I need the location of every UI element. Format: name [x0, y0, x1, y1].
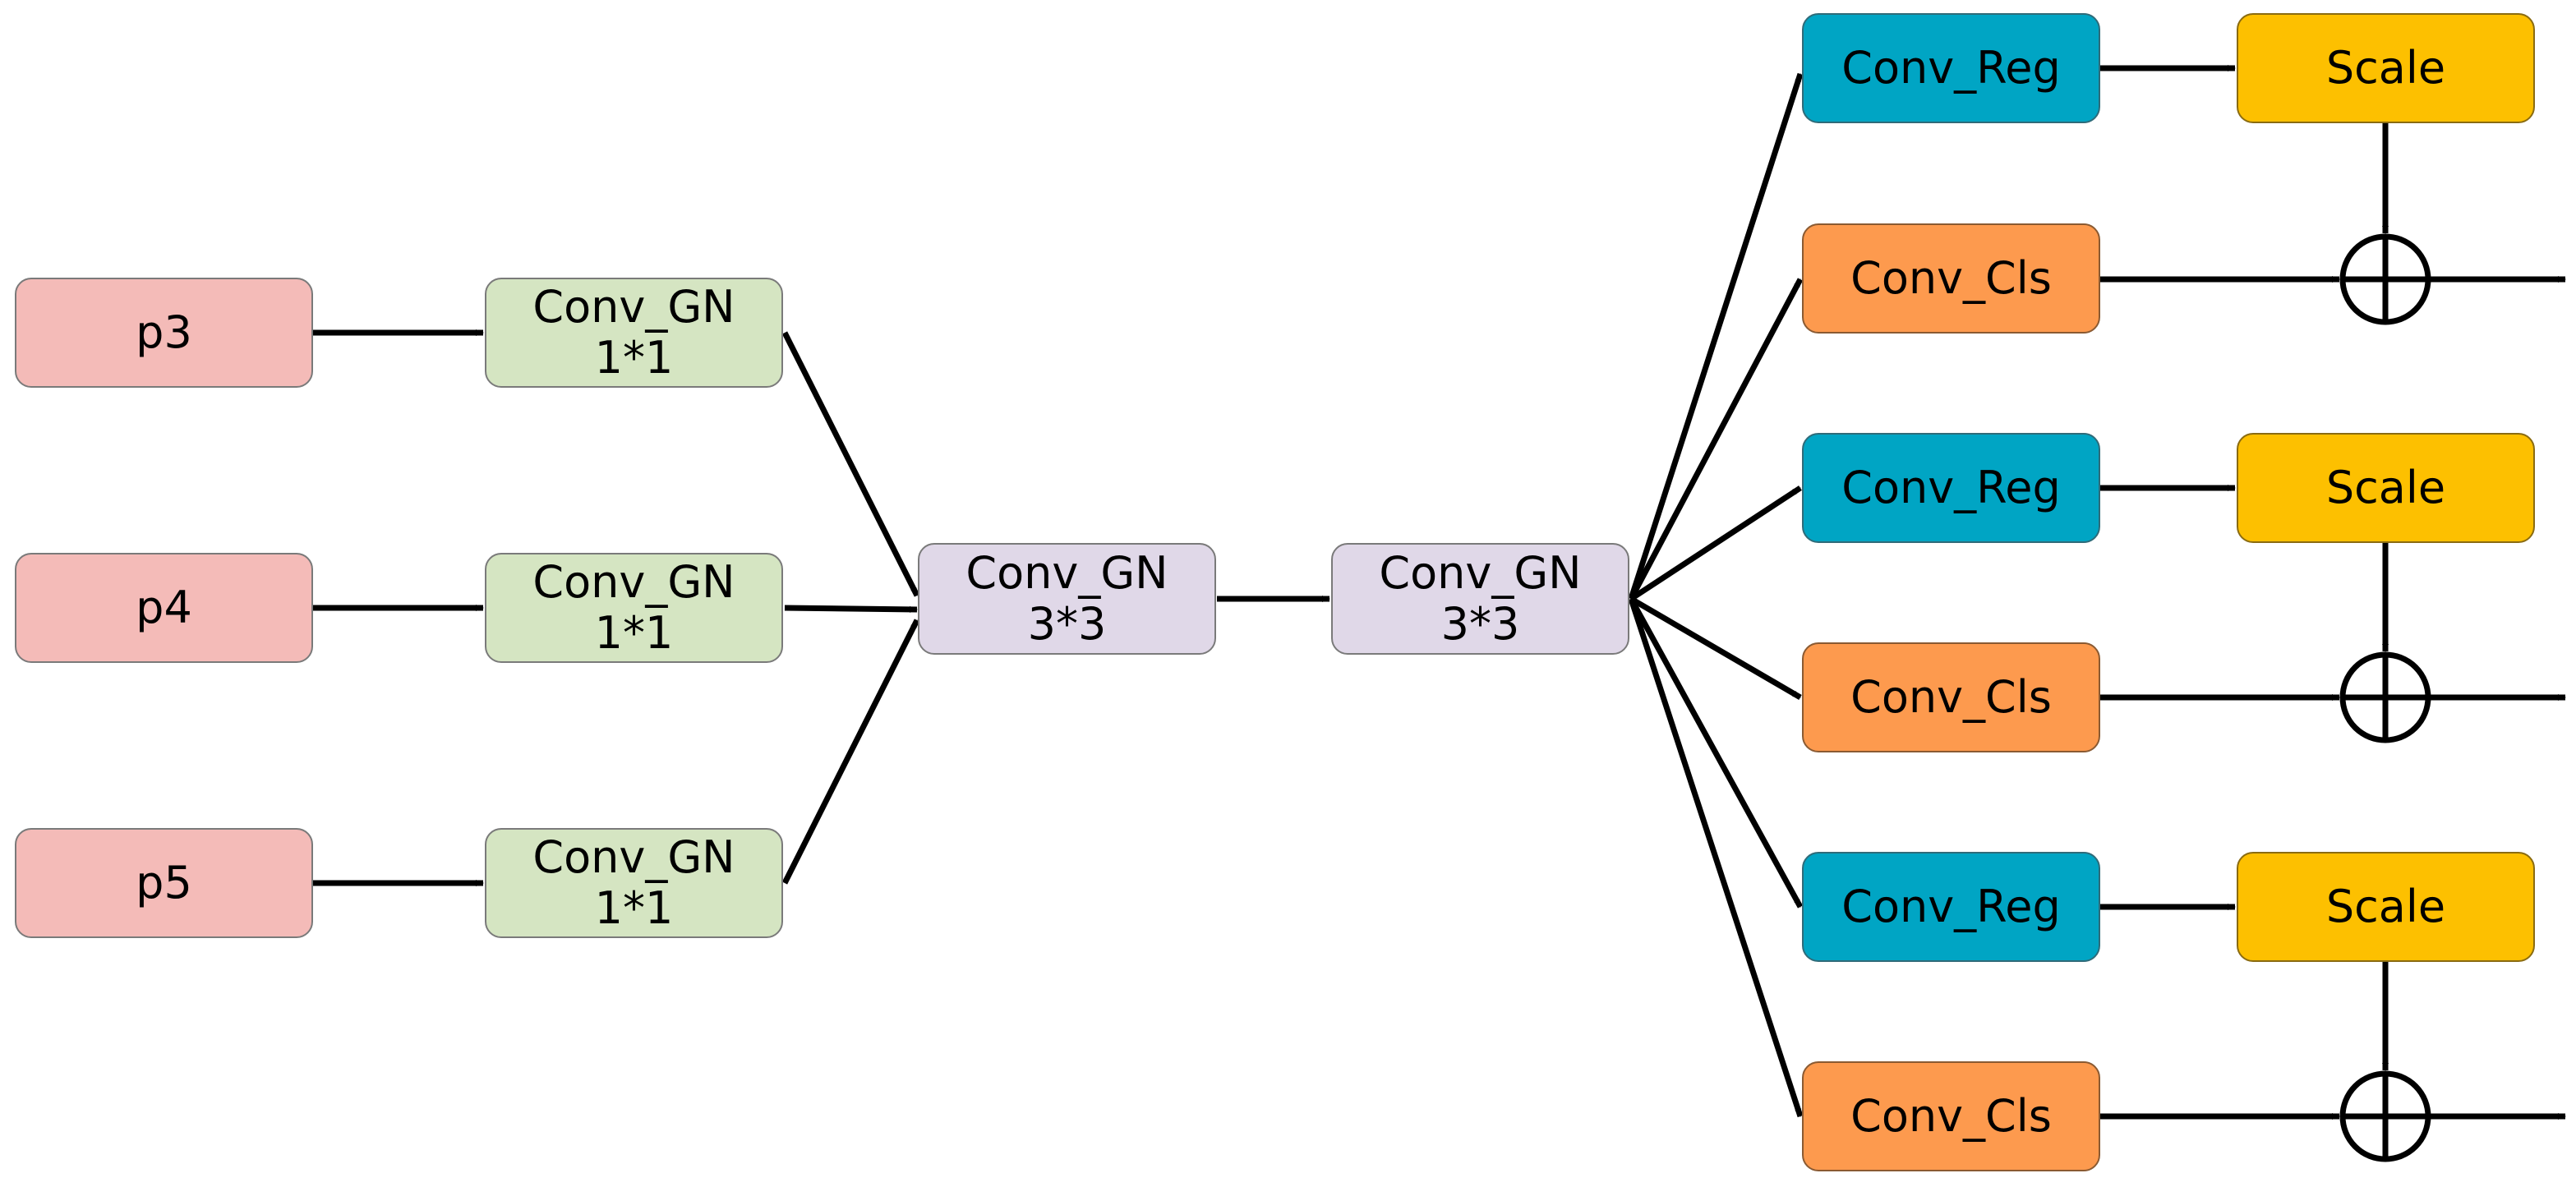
edge-fan-conv-reg-1	[1628, 72, 1804, 600]
input-p4: p4	[15, 553, 313, 663]
conv-reg-2: Conv_Reg	[1802, 433, 2100, 543]
scale-2: Scale	[2237, 433, 2535, 543]
edge-fan-conv-cls-2	[1629, 596, 1802, 701]
conv-reg-3-label: Conv_Reg	[1841, 881, 2061, 932]
scale-2-label: Scale	[2325, 462, 2446, 513]
conv-gn-1x1-p3-name: Conv_GN	[532, 281, 735, 333]
conv-gn-1x1-p5-kernel: 1*1	[594, 882, 674, 934]
conv-gn-1x1-p3-kernel: 1*1	[594, 332, 674, 384]
conv-gn-1x1-p4-name: Conv_GN	[532, 556, 735, 608]
conv-gn-1x1-p4-kernel: 1*1	[594, 607, 674, 659]
sum-icon-2	[2339, 651, 2431, 743]
conv-gn-1x1-p5-name: Conv_GN	[532, 831, 735, 883]
conv-cls-2: Conv_Cls	[1802, 642, 2100, 752]
conv-reg-1: Conv_Reg	[1802, 13, 2100, 123]
edge-fan-conv-reg-3	[1628, 597, 1804, 909]
scale-3: Scale	[2237, 852, 2535, 962]
input-p3: p3	[15, 278, 313, 388]
scale-1-label: Scale	[2325, 42, 2446, 94]
conv-gn-3x3-first-kernel: 3*3	[1027, 598, 1107, 650]
conv-cls-2-label: Conv_Cls	[1850, 671, 2052, 723]
conv-cls-3: Conv_Cls	[1802, 1061, 2100, 1171]
edge-fan-conv-cls-3	[1628, 597, 1804, 1118]
conv-gn-1x1-p5: Conv_GN 1*1	[485, 828, 783, 938]
conv-cls-3-label: Conv_Cls	[1850, 1090, 2052, 1142]
conv-gn-3x3-first-name: Conv_GN	[965, 547, 1168, 599]
edge-fan-conv-reg-2	[1629, 485, 1802, 601]
input-p3-label: p3	[136, 306, 192, 358]
conv-cls-1: Conv_Cls	[1802, 223, 2100, 334]
edge-gn1-p3-to-gn3	[781, 331, 920, 597]
conv-gn-3x3-first: Conv_GN 3*3	[918, 543, 1216, 655]
conv-gn-3x3-second-name: Conv_GN	[1379, 547, 1582, 599]
edge-gn1-p4-to-gn3	[784, 605, 918, 613]
scale-1: Scale	[2237, 13, 2535, 123]
conv-reg-2-label: Conv_Reg	[1841, 462, 2061, 513]
input-p4-label: p4	[136, 582, 192, 633]
edge-fan-conv-cls-1	[1628, 278, 1804, 600]
conv-gn-3x3-second-kernel: 3*3	[1440, 598, 1520, 650]
conv-reg-1-label: Conv_Reg	[1841, 42, 2061, 94]
conv-gn-1x1-p4: Conv_GN 1*1	[485, 553, 783, 663]
sum-icon-1	[2339, 233, 2431, 325]
conv-reg-3: Conv_Reg	[1802, 852, 2100, 962]
conv-cls-1-label: Conv_Cls	[1850, 252, 2052, 304]
input-p5-label: p5	[136, 857, 192, 909]
input-p5: p5	[15, 828, 313, 938]
edge-gn1-p5-to-gn3	[781, 619, 920, 885]
conv-gn-3x3-second: Conv_GN 3*3	[1331, 543, 1629, 655]
sum-icon-3	[2339, 1070, 2431, 1162]
scale-3-label: Scale	[2325, 881, 2446, 932]
conv-gn-1x1-p3: Conv_GN 1*1	[485, 278, 783, 388]
